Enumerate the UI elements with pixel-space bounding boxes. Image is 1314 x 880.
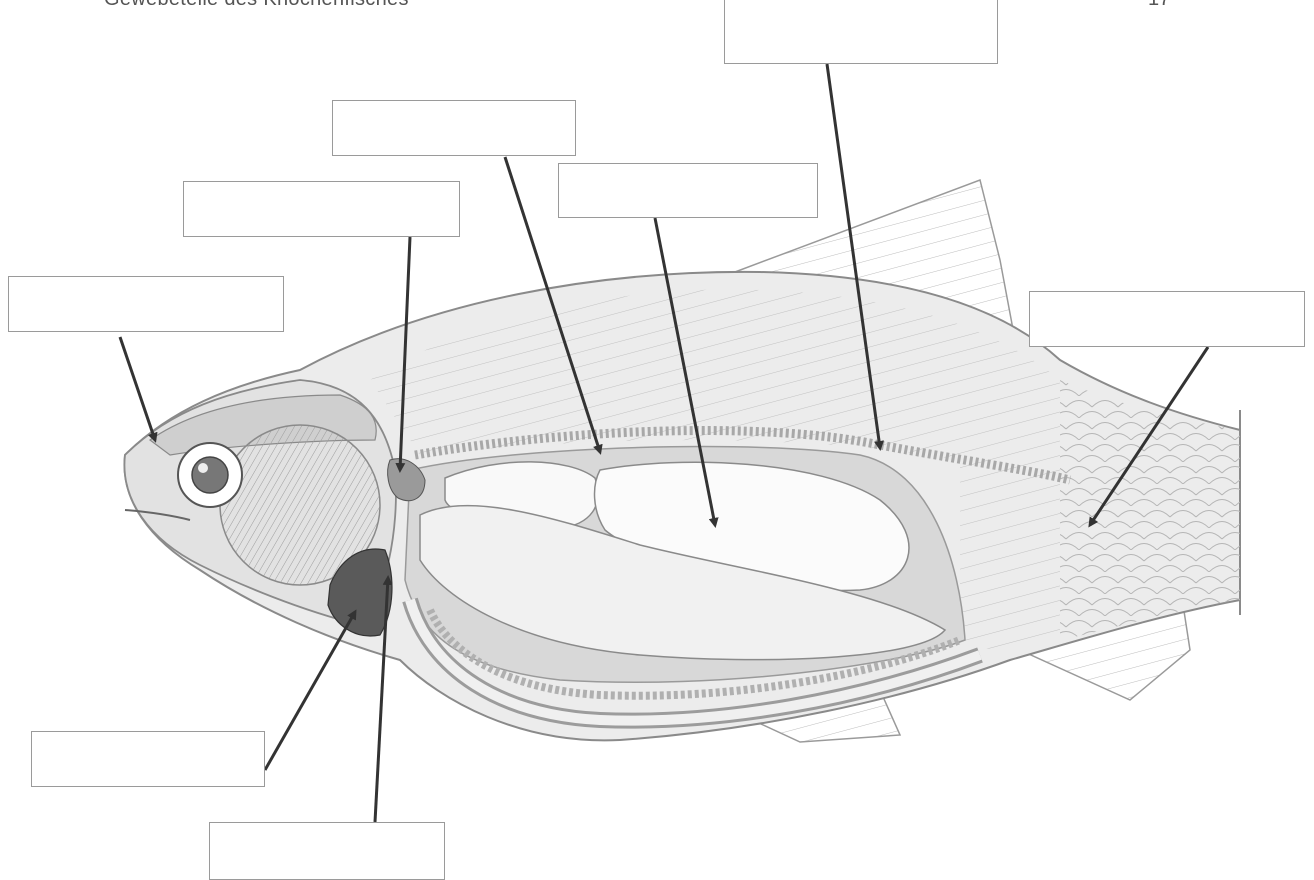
label-box-liver[interactable] — [332, 100, 576, 156]
label-box-heart[interactable] — [31, 731, 265, 787]
label-box-brain[interactable] — [8, 276, 284, 332]
label-box-swim-bladder[interactable] — [558, 163, 818, 218]
label-box-spine[interactable] — [724, 0, 998, 64]
scale-area — [1060, 380, 1240, 640]
label-box-kidney[interactable] — [209, 822, 445, 880]
label-box-lateral-line[interactable] — [1029, 291, 1305, 347]
arrow-heart — [265, 612, 355, 770]
label-box-gills[interactable] — [183, 181, 460, 237]
arrow-brain — [120, 337, 155, 440]
